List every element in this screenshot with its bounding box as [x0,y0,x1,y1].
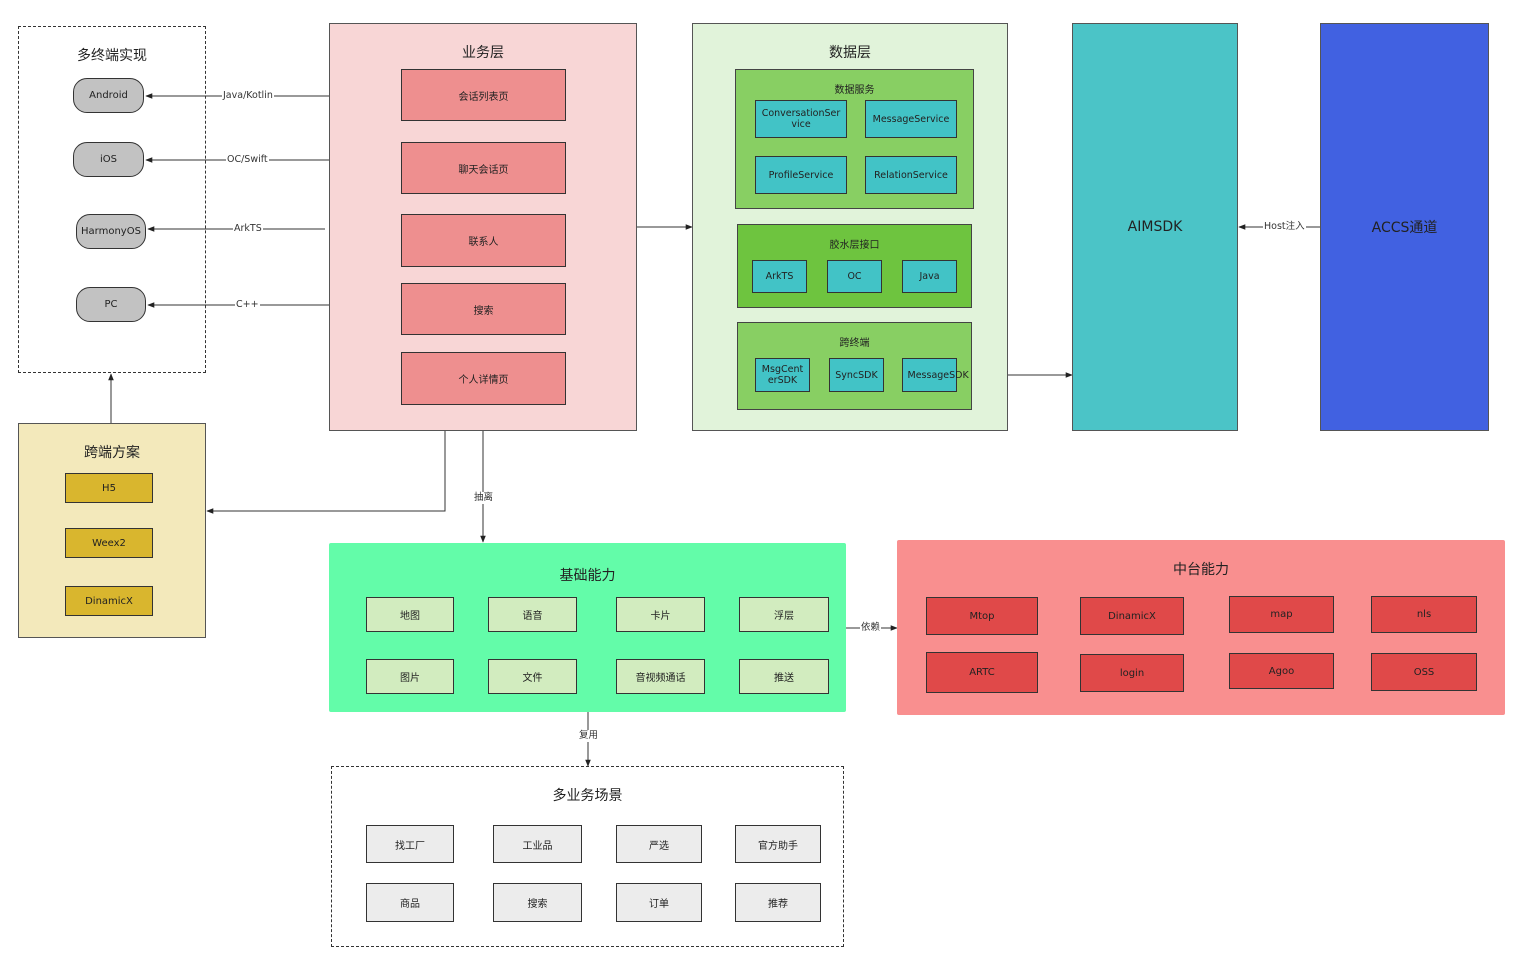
edge-label-reuse: 复用 [578,730,600,742]
base-file: 文件 [488,659,577,694]
scene-recommend: 推荐 [735,883,821,922]
middle-platform-title: 中台能力 [1173,562,1229,578]
cross-plan-title: 跨端方案 [84,445,140,461]
mid-map: map [1229,596,1334,633]
plan-weex2: Weex2 [65,528,153,558]
biz-layer-title: 业务层 [462,45,504,61]
scene-order: 订单 [616,883,702,922]
glue-interface-title: 胶水层接口 [829,240,880,251]
scene-selected: 严选 [616,825,702,863]
edge-label-oc-swift: OC/Swift [226,154,269,166]
edge-label-arkts: ArkTS [233,223,263,235]
accs-channel-block: ACCS通道 [1320,23,1489,431]
node-android: Android [73,78,144,113]
scene-product: 商品 [366,883,454,922]
edge-label-java-kotlin: Java/Kotlin [222,90,274,102]
mid-nls: nls [1371,596,1477,633]
edge-label-extract: 抽离 [473,492,495,504]
edge-biz-to-crossplan [206,431,446,514]
biz-chat-session: 聊天会话页 [401,142,566,194]
sdk-sync: SyncSDK [829,358,884,392]
node-ios: iOS [73,142,144,177]
multi-terminal-title: 多终端实现 [77,48,147,64]
glue-java: Java [902,260,957,293]
sdk-message: MessageSDK [902,358,969,392]
base-map: 地图 [366,597,454,632]
multi-scenes-group: 多业务场景 [331,766,844,947]
node-pc: PC [76,287,146,322]
scene-search: 搜索 [493,883,582,922]
mid-dinamicx: DinamicX [1080,597,1184,635]
node-harmonyos: HarmonyOS [76,214,146,249]
base-av-call: 音视频通话 [616,659,705,694]
sdk-msgcenter: MsgCenterSDK [755,358,810,392]
biz-conversation-list: 会话列表页 [401,69,566,121]
base-overlay: 浮层 [739,597,829,632]
plan-h5: H5 [65,473,153,503]
data-layer-title: 数据层 [829,45,871,61]
mid-artc: ARTC [926,652,1038,693]
glue-arkts: ArkTS [752,260,807,293]
scene-find-factory: 找工厂 [366,825,454,863]
data-service-title: 数据服务 [834,85,875,96]
base-voice: 语音 [488,597,577,632]
svc-message: MessageService [865,100,957,138]
base-capability-title: 基础能力 [559,568,616,584]
scene-industrial: 工业品 [493,825,582,863]
base-card: 卡片 [616,597,705,632]
svc-profile: ProfileService [755,156,847,194]
mid-oss: OSS [1371,653,1477,691]
multi-scenes-title: 多业务场景 [552,788,623,804]
mid-mtop: Mtop [926,597,1038,635]
glue-oc: OC [827,260,882,293]
biz-contacts: 联系人 [401,214,566,267]
edge-label-depend: 依赖 [860,622,882,634]
aimsdk-block: AIMSDK [1072,23,1238,431]
svc-relation: RelationService [865,156,957,194]
multi-terminal-group: 多终端实现 [18,26,206,373]
cross-terminal-title: 跨终端 [839,338,870,349]
mid-login: login [1080,654,1184,692]
edge-label-cpp: C++ [235,299,260,311]
svc-conversation: ConversationService [755,100,847,138]
plan-dinamicx: DinamicX [65,586,153,616]
base-push: 推送 [739,659,829,694]
biz-profile-detail: 个人详情页 [401,352,566,405]
biz-search: 搜索 [401,283,566,335]
base-image: 图片 [366,659,454,694]
edge-label-host-inject: Host注入 [1263,221,1306,233]
mid-agoo: Agoo [1229,653,1334,689]
scene-official-assistant: 官方助手 [735,825,821,863]
